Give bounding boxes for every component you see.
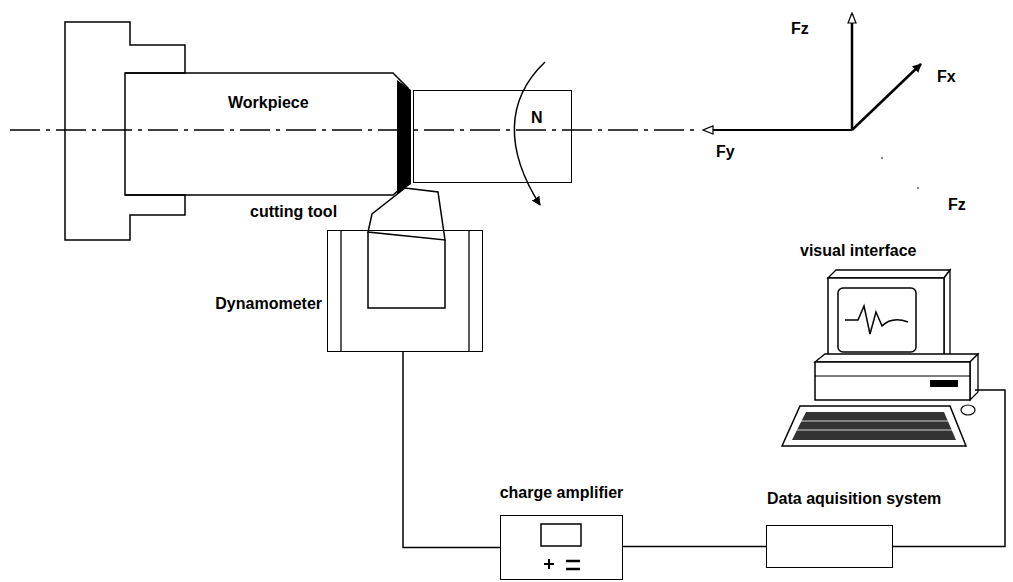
tool-shank xyxy=(368,232,445,308)
force-label: Fz xyxy=(948,196,966,214)
node-label: Dynamometer xyxy=(215,295,322,313)
rotation-arrow xyxy=(514,62,545,205)
signal-wire xyxy=(893,390,1005,547)
plus-symbol xyxy=(548,559,550,569)
force-label: Fx xyxy=(937,68,956,86)
equal-symbol xyxy=(566,568,580,571)
monitor-body xyxy=(828,278,944,362)
force-axis xyxy=(852,64,921,130)
computer-base xyxy=(815,362,970,400)
amplifier-box: charge amplifier xyxy=(500,515,623,580)
node-label: charge amplifier xyxy=(500,484,624,502)
force-label: Fy xyxy=(716,143,735,161)
equal-symbol xyxy=(566,560,580,563)
part-label: cutting tool xyxy=(250,203,337,221)
node-label: Data aquisition system xyxy=(767,490,941,508)
machined-band xyxy=(397,80,411,194)
dynamometer-wall xyxy=(340,230,341,352)
dynamometer-box: Dynamometer xyxy=(327,230,483,352)
base-side xyxy=(970,354,978,400)
base-stripe xyxy=(815,376,970,377)
signal-wave xyxy=(845,306,908,334)
workpiece-outline xyxy=(125,73,408,195)
cutting-tool xyxy=(368,188,445,240)
monitor-top xyxy=(828,270,950,278)
node-label: visual interface xyxy=(800,242,917,260)
key-row xyxy=(797,430,952,431)
mouse xyxy=(961,405,975,415)
keyboard-keys xyxy=(792,412,956,440)
base-top xyxy=(815,354,978,362)
dynamometer-wall xyxy=(468,230,469,352)
acquisition-box: Data aquisition system xyxy=(766,525,893,568)
force-axis xyxy=(704,129,852,131)
force-axis xyxy=(851,14,854,130)
force-label: Fz xyxy=(791,20,809,38)
speck xyxy=(881,157,883,159)
speck xyxy=(917,187,919,189)
drive-slot xyxy=(930,380,958,387)
node-label: Workpiece xyxy=(228,94,309,112)
spindle-box: N xyxy=(413,90,572,183)
workpiece-box: Workpiece xyxy=(125,73,400,195)
monitor-screen xyxy=(838,288,916,352)
monitor-side xyxy=(944,270,950,362)
key-row xyxy=(800,421,948,422)
computer-node: visual interface xyxy=(780,268,978,452)
node-label: N xyxy=(531,109,543,127)
center-line xyxy=(10,129,700,130)
amplifier-display xyxy=(541,524,581,546)
computer-illustration xyxy=(782,270,978,446)
signal-wire xyxy=(403,352,500,548)
keyboard xyxy=(782,406,966,446)
signal-wire xyxy=(623,546,766,548)
